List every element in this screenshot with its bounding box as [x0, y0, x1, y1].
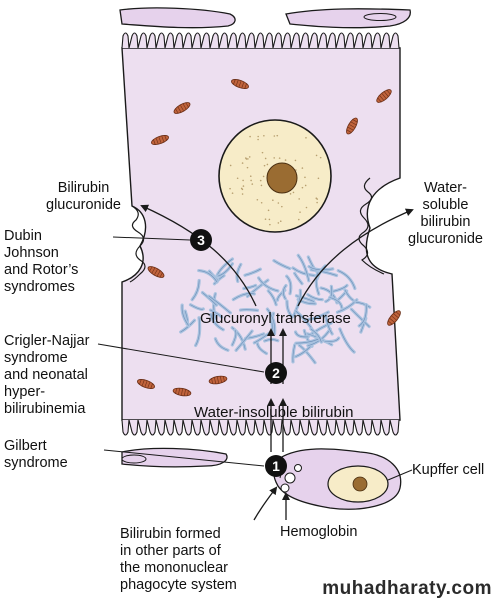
label-bilirubin-glucuronide: Bilirubin glucuronide [46, 180, 121, 213]
bile-canaliculus-left [129, 205, 146, 283]
arrow-from-phagocyte [253, 486, 278, 521]
microvilli-top [121, 32, 400, 49]
mitochondria [137, 79, 401, 397]
leader-crigler [97, 343, 265, 373]
arrow-to-water-soluble [297, 208, 414, 307]
label-bilirubin-formed: Bilirubin formed in other parts of the m… [120, 526, 237, 593]
arrow-to-bilirubin-glucuronide [140, 204, 257, 307]
step-2-badge: 2 [265, 362, 287, 384]
step-3-badge: 3 [190, 229, 212, 251]
label-water-soluble-bilirubin-glucuronide: Water- soluble bilirubin glucuronide [408, 180, 483, 247]
label-hemoglobin: Hemoglobin [280, 524, 358, 540]
leader-gilbert [103, 449, 265, 467]
label-glucuronyl-transferase: Glucuronyl transferase [200, 310, 351, 327]
vesicle [284, 472, 296, 484]
nucleolus [266, 162, 298, 194]
bile-canaliculus-right [358, 177, 385, 275]
watermark: muhadharaty.com [322, 578, 492, 599]
label-gilbert-syndrome: Gilbert syndrome [4, 438, 68, 471]
label-dubin-johnson-rotor: Dubin Johnson and Rotor’s syndromes [4, 228, 79, 295]
leader-dubin [112, 236, 191, 241]
step-1-badge: 1 [265, 455, 287, 477]
leader-kupffer [387, 469, 413, 481]
microvilli-bottom [121, 419, 400, 436]
label-water-insoluble-bilirubin: Water-insoluble bilirubin [194, 404, 354, 421]
label-kupffer-cell: Kupffer cell [412, 462, 485, 478]
top-endothelial-cell-left [119, 7, 236, 29]
label-crigler-najjar: Crigler-Najjar syndrome and neonatal hyp… [4, 333, 90, 417]
hepatocyte-cell [121, 47, 401, 421]
